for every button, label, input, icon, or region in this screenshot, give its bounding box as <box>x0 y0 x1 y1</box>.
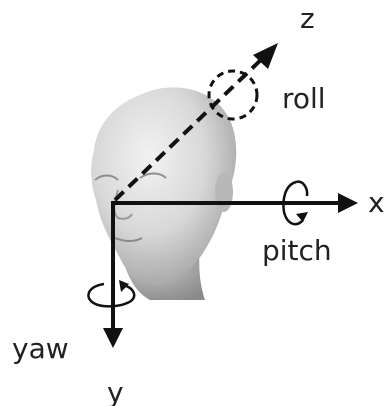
labels: z x y roll pitch yaw <box>12 2 385 406</box>
head-illustration <box>91 87 237 300</box>
axes <box>103 43 358 348</box>
rotation-indicators <box>87 69 309 308</box>
nose <box>113 189 133 220</box>
right-eye <box>139 172 167 179</box>
x-axis-label: x <box>368 186 385 219</box>
head-shape <box>91 87 237 287</box>
pitch-rotation-icon <box>282 180 304 226</box>
y-axis-label: y <box>107 376 124 406</box>
y-axis-arrowhead <box>103 328 123 348</box>
roll-rotation-icon <box>207 69 259 121</box>
left-eye <box>94 174 119 181</box>
roll-label: roll <box>282 82 326 115</box>
pitch-label: pitch <box>262 234 332 267</box>
pitch-rotation-arrow-top <box>295 180 309 197</box>
mouth <box>114 237 143 242</box>
pitch-rotation-arrowhead <box>296 212 308 222</box>
z-axis-label: z <box>300 2 315 35</box>
yaw-rotation-arrowhead <box>119 280 129 292</box>
z-axis <box>113 53 268 202</box>
yaw-rotation-icon <box>87 282 136 308</box>
z-axis-arrowhead <box>253 43 278 69</box>
x-axis-arrowhead <box>338 193 358 213</box>
ear-shape <box>215 172 233 212</box>
yaw-label: yaw <box>12 332 69 365</box>
